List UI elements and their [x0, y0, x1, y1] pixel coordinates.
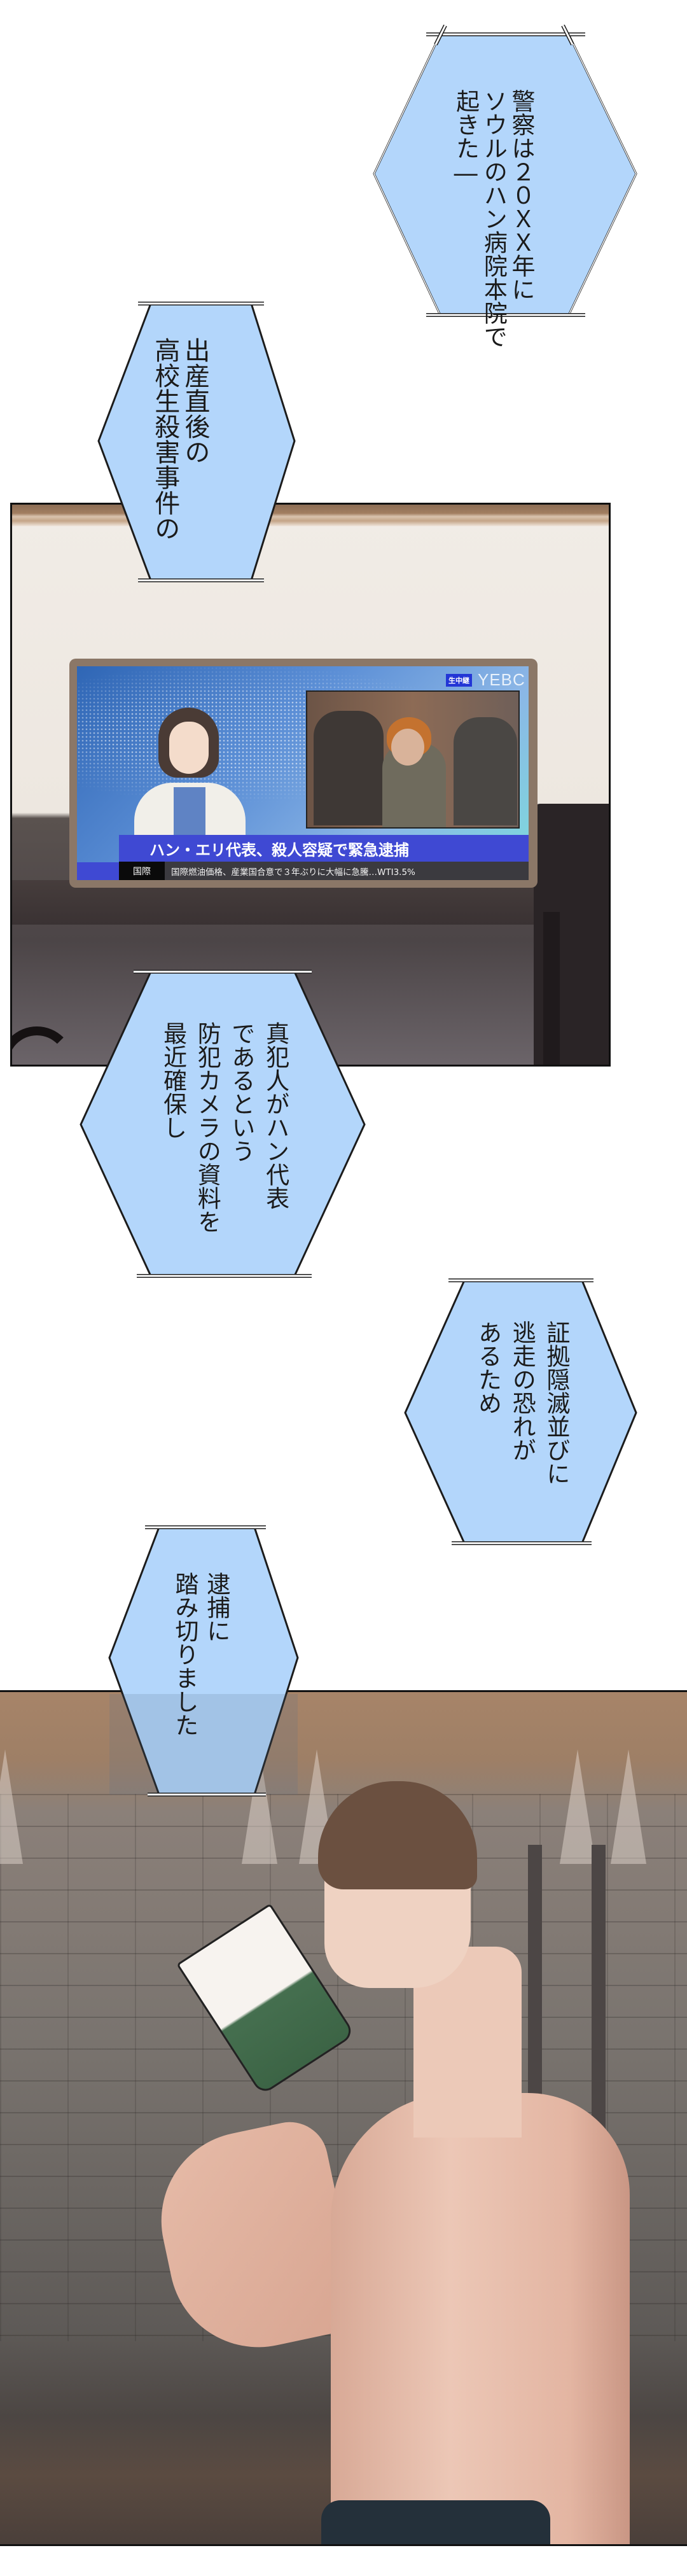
- cable-silhouette: [12, 1026, 74, 1065]
- ceiling-light: [611, 1749, 646, 1864]
- caption-text: 警察は２０ＸＸ年に ソウルのハン病院本院で 起きた―: [452, 89, 535, 348]
- arrest-footage-inset: [306, 690, 520, 829]
- caption-line: 高校生殺害事件の: [150, 337, 180, 541]
- officer-figure-left: [314, 711, 384, 825]
- caption-line: 逮捕に: [202, 1572, 230, 1642]
- caption-box: 証拠隠滅並びに 逃走の恐れが あるため: [398, 1270, 646, 1550]
- news-ticker: 国際 国際燃油価格、産業国合意で３年ぶりに大幅に急騰…WTI3.5%: [119, 862, 529, 880]
- ticker-category: 国際: [119, 862, 165, 880]
- hexagon-frame-icon: [108, 1525, 299, 1796]
- caption-box: 出産直後の 高校生殺害事件の: [92, 293, 302, 592]
- caption-line: 真犯人がハン代表: [261, 1021, 289, 1210]
- hexagon-frame-icon: [373, 24, 637, 317]
- ceiling-light: [560, 1749, 595, 1864]
- caption-line: 踏み切りました: [170, 1572, 198, 1737]
- ticker-text: 国際燃油価格、産業国合意で３年ぶりに大幅に急騰…WTI3.5%: [165, 862, 529, 880]
- caption-box: 真犯人がハン代表 であるという 防犯カメラの資料を 最近確保し: [67, 958, 378, 1292]
- caption-box: 警察は２０ＸＸ年に ソウルのハン病院本院で 起きた―: [369, 24, 649, 348]
- caption-line: 警察は２０ＸＸ年に: [507, 89, 535, 301]
- man-torso: [331, 2093, 630, 2544]
- headline-bar-stub: [77, 862, 119, 880]
- news-anchor: [134, 708, 246, 853]
- ceiling-light: [0, 1749, 23, 1864]
- tv-news-panel: 生中継 YEBC ハン・エリ代表、殺人容疑で緊急逮捕 国際 国際燃油価格、産業国…: [10, 503, 611, 1067]
- caption-line: 証拠隠滅並びに: [542, 1320, 570, 1485]
- equipment-leg: [543, 912, 560, 1065]
- channel-logo: YEBC: [478, 670, 525, 689]
- hexagon-frame-icon: [97, 302, 296, 582]
- gym-panel: [0, 1690, 687, 2546]
- officer-figure-right: [454, 717, 517, 825]
- caption-text: 証拠隠滅並びに 逃走の恐れが あるため: [471, 1320, 573, 1485]
- wall-trim: [12, 505, 609, 526]
- caption-line: 逃走の恐れが: [508, 1320, 536, 1462]
- hexagon-frame-icon: [80, 970, 366, 1278]
- man-hair: [318, 1781, 477, 1889]
- caption-line: あるため: [474, 1320, 502, 1415]
- caption-line: 出産直後の: [180, 337, 210, 465]
- tv-screen: 生中継 YEBC ハン・エリ代表、殺人容疑で緊急逮捕 国際 国際燃油価格、産業国…: [77, 666, 529, 880]
- suspect-face: [391, 729, 424, 766]
- live-badge: 生中継: [446, 674, 472, 687]
- news-headline: ハン・エリ代表、殺人容疑で緊急逮捕: [149, 841, 409, 859]
- caption-box: 逮捕に 踏み切りました: [102, 1515, 305, 1801]
- news-headline-bar: ハン・エリ代表、殺人容疑で緊急逮捕: [119, 835, 529, 862]
- hexagon-frame-icon: [404, 1278, 637, 1545]
- anchor-face: [169, 722, 209, 774]
- caption-line: 最近確保し: [159, 1021, 187, 1139]
- caption-text: 真犯人がハン代表 であるという 防犯カメラの資料を 最近確保し: [156, 1021, 293, 1233]
- caption-text: 出産直後の 高校生殺害事件の: [149, 337, 209, 541]
- man-shorts: [321, 2500, 550, 2544]
- caption-line: であるという: [227, 1021, 255, 1163]
- caption-line: ソウルのハン病院本院で: [480, 89, 508, 348]
- caption-line: 防犯カメラの資料を: [193, 1021, 221, 1233]
- caption-line: 起きた―: [452, 89, 480, 187]
- caption-text: 逮捕に 踏み切りました: [169, 1572, 232, 1737]
